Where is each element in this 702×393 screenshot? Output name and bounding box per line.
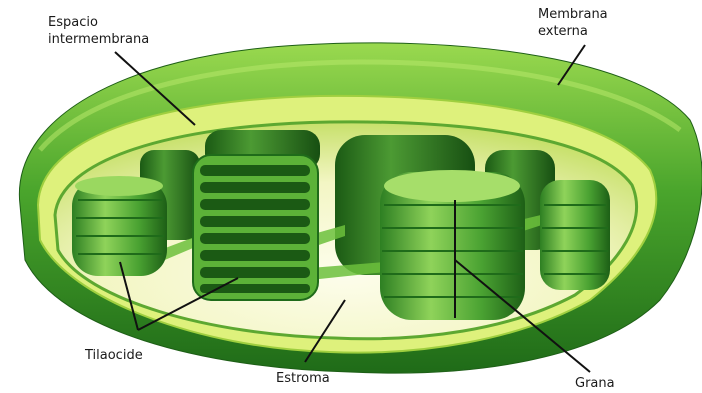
- label-espacio-line2: intermembrana: [48, 31, 149, 48]
- label-tilaocide: Tilaocide: [85, 347, 143, 364]
- granum-cut: [193, 155, 318, 300]
- label-estroma-text: Estroma: [276, 370, 330, 387]
- label-espacio-intermembrana: Espacio intermembrana: [48, 14, 149, 48]
- label-grana-text: Grana: [575, 375, 615, 392]
- granum-right: [540, 180, 610, 290]
- label-membrana-line2: externa: [538, 23, 608, 40]
- label-estroma: Estroma: [276, 370, 330, 387]
- label-espacio-line1: Espacio: [48, 14, 149, 31]
- granum-front: [380, 170, 525, 320]
- label-grana: Grana: [575, 375, 615, 392]
- granum-left: [72, 176, 167, 276]
- label-tilaocide-text: Tilaocide: [85, 347, 143, 364]
- label-membrana-externa: Membrana externa: [538, 6, 608, 40]
- label-membrana-line1: Membrana: [538, 6, 608, 23]
